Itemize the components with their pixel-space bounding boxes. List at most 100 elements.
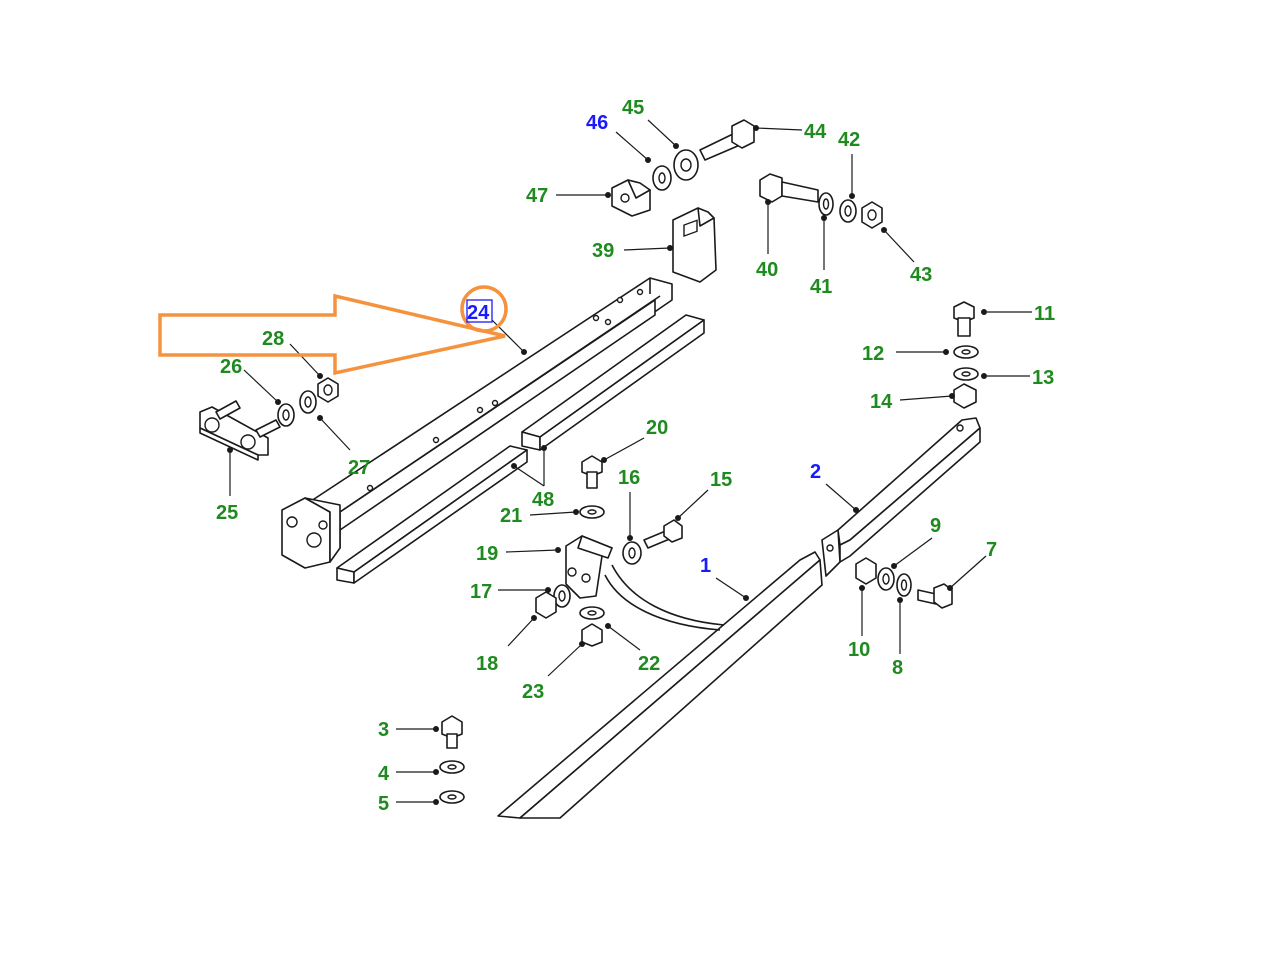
leader-lines <box>227 119 1032 805</box>
leader-dot-8 <box>897 597 903 603</box>
part-label-23[interactable]: 23 <box>522 681 544 703</box>
main-step-1 <box>497 551 823 819</box>
parts-drawing <box>199 119 981 819</box>
hardware-22-23 <box>579 606 605 647</box>
leader-dot-5 <box>433 799 439 805</box>
leader-dot-43 <box>881 227 887 233</box>
part-label-20[interactable]: 20 <box>646 417 668 439</box>
leader-dot-1 <box>743 595 749 601</box>
hardware-20-21 <box>579 455 605 519</box>
part-label-21[interactable]: 21 <box>500 505 522 527</box>
leader-line-14 <box>899 395 953 401</box>
bracket-39 <box>672 207 717 283</box>
part-label-19[interactable]: 19 <box>476 543 498 565</box>
part-label-41[interactable]: 41 <box>810 276 832 298</box>
leader-dot-47 <box>605 192 611 198</box>
leader-dot-42 <box>849 193 855 199</box>
leader-dot-3 <box>433 726 439 732</box>
part-label-7[interactable]: 7 <box>986 539 997 561</box>
hardware-15-16 <box>622 519 683 565</box>
leader-line-39 <box>623 247 671 251</box>
leader-line-1 <box>715 577 747 599</box>
part-label-14[interactable]: 14 <box>870 391 893 413</box>
clip-nut-47 <box>611 179 651 217</box>
leader-dot-44 <box>753 125 759 131</box>
leader-dot-27 <box>317 415 323 421</box>
part-label-22[interactable]: 22 <box>638 653 660 675</box>
hardware-11-14 <box>953 301 979 409</box>
part-label-47[interactable]: 47 <box>526 185 548 207</box>
part-label-2[interactable]: 2 <box>810 461 821 483</box>
part-label-11[interactable]: 11 <box>1034 303 1055 325</box>
leader-line-48 <box>513 465 545 487</box>
leader-line-46 <box>615 131 649 161</box>
selected-label-box <box>466 299 493 323</box>
leader-dot-22 <box>605 623 611 629</box>
leader-line-23 <box>547 643 583 677</box>
part-label-39[interactable]: 39 <box>592 240 614 262</box>
part-label-1[interactable]: 1 <box>700 555 711 577</box>
leader-line-22 <box>607 625 641 651</box>
part-label-43[interactable]: 43 <box>910 264 932 286</box>
part-label-46[interactable]: 46 <box>586 112 608 134</box>
leader-dot-26 <box>275 399 281 405</box>
leader-dot-13 <box>981 373 987 379</box>
leader-dot-7 <box>947 585 953 591</box>
part-label-16[interactable]: 16 <box>618 467 640 489</box>
part-label-45[interactable]: 45 <box>622 97 644 119</box>
part-label-26[interactable]: 26 <box>220 356 242 378</box>
part-label-24[interactable]: 24 <box>467 302 490 324</box>
leader-dot-18 <box>531 615 537 621</box>
part-label-12[interactable]: 12 <box>862 343 884 365</box>
leader-dot-39 <box>667 245 673 251</box>
orange-callout <box>158 285 508 376</box>
leader-line-26 <box>243 369 279 403</box>
part-label-13[interactable]: 13 <box>1032 367 1054 389</box>
part-label-44[interactable]: 44 <box>804 121 827 143</box>
leader-dot-40 <box>765 199 771 205</box>
leader-dot-16 <box>627 535 633 541</box>
leader-line-43 <box>883 229 915 263</box>
leader-dot-23 <box>579 641 585 647</box>
leader-dot-9 <box>891 563 897 569</box>
part-label-27[interactable]: 27 <box>348 457 370 479</box>
leader-dot-45 <box>673 143 679 149</box>
part-label-5[interactable]: 5 <box>378 793 389 815</box>
leader-line-2 <box>825 483 857 511</box>
part-label-40[interactable]: 40 <box>756 259 778 281</box>
part-label-9[interactable]: 9 <box>930 515 941 537</box>
leader-dot-19 <box>555 547 561 553</box>
hardware-7-10 <box>855 557 953 609</box>
leader-dot-21 <box>573 509 579 515</box>
part-label-48[interactable]: 48 <box>532 489 554 511</box>
leader-line-18 <box>507 617 535 647</box>
leader-line-27 <box>319 417 351 451</box>
leader-dot-48 <box>541 445 547 451</box>
part-label-4[interactable]: 4 <box>378 763 390 785</box>
part-label-25[interactable]: 25 <box>216 502 238 524</box>
bar-48 <box>336 314 705 584</box>
hardware-26-27-28 <box>277 377 339 427</box>
part-label-15[interactable]: 15 <box>710 469 732 491</box>
hardware-3-5 <box>439 715 465 804</box>
part-label-18[interactable]: 18 <box>476 653 498 675</box>
rear-step-2 <box>821 417 981 577</box>
part-label-42[interactable]: 42 <box>838 129 860 151</box>
part-label-10[interactable]: 10 <box>848 639 870 661</box>
part-label-28[interactable]: 28 <box>262 328 284 350</box>
leader-line-9 <box>893 537 933 567</box>
leader-dot-24 <box>521 349 527 355</box>
leader-line-7 <box>949 555 987 589</box>
leader-line-19 <box>505 549 559 553</box>
part-label-3[interactable]: 3 <box>378 719 389 741</box>
part-label-8[interactable]: 8 <box>892 657 903 679</box>
leader-dot-11 <box>981 309 987 315</box>
part-number-labels: 1234578910111213141516171819202122232425… <box>216 97 1055 815</box>
leader-dot-41 <box>821 215 827 221</box>
part-label-17[interactable]: 17 <box>470 581 492 603</box>
stud-plate-25 <box>199 400 281 461</box>
orange-arrow-icon <box>158 293 506 376</box>
leader-dot-25 <box>227 447 233 453</box>
leader-dot-15 <box>675 515 681 521</box>
